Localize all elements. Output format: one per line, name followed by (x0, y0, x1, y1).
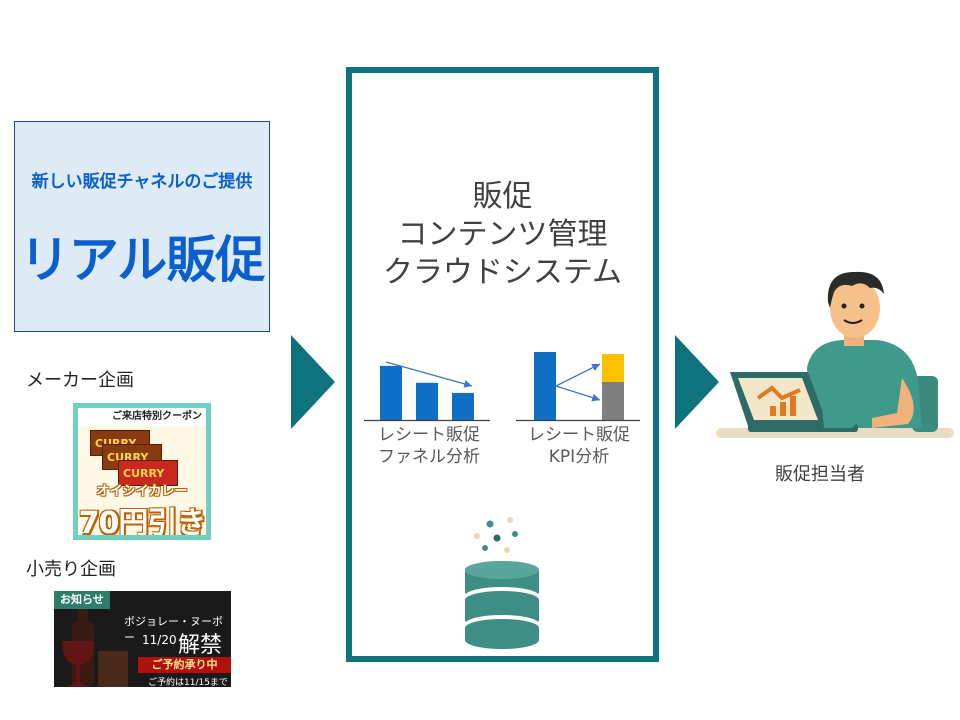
funnel-label-line: レシート販促 (378, 425, 480, 445)
funnel-label-line: ファネル分析 (378, 447, 480, 467)
kpi-chart (516, 352, 640, 422)
funnel-bar (452, 392, 474, 420)
kpi-arrow-up (555, 363, 601, 387)
coupon-product: オイシイカレー (96, 484, 188, 499)
notice-until: ご予約は11/15まで (148, 678, 228, 687)
system-frame (346, 67, 659, 662)
coupon-price: 70円引き (78, 506, 206, 535)
kpi-arrow-down (555, 385, 601, 402)
system-title-line: クラウドシステム (382, 255, 623, 290)
kpi-label-line: KPI分析 (548, 447, 610, 467)
curry-package: CURRY (118, 460, 178, 486)
promo-subtitle: 新しい販促チャネルのご提供 (31, 172, 253, 192)
funnel-chart (364, 361, 490, 422)
funnel-bar (416, 382, 438, 420)
person-at-laptop-icon (716, 271, 954, 438)
promo-title: リアル販促 (19, 231, 266, 289)
system-title-line: 販促 (472, 179, 533, 214)
flow-arrow-right (675, 335, 719, 429)
kpi-stacked-segment (602, 382, 624, 420)
notice-title: ボジョレー・ヌーボー (124, 615, 223, 644)
kpi-stacked-segment (602, 354, 624, 382)
notice-tag: お知らせ (54, 591, 110, 609)
coupon-header: ご来店特別クーポン (78, 408, 206, 426)
coupon-card: ご来店特別クーポン CURRY CURRY CURRY オイシイカレー 70円引… (78, 408, 206, 535)
system-title: 販促 コンテンツ管理 クラウドシステム (346, 178, 659, 292)
trend-arrow (385, 361, 473, 388)
kpi-bar (534, 352, 556, 420)
retail-label: 小売り企画 (26, 559, 116, 580)
coupon-image: ご来店特別クーポン CURRY CURRY CURRY オイシイカレー 70円引… (73, 403, 211, 540)
notice-lift: 解禁 (178, 633, 223, 658)
notice-reserve: ご予約承り中 (138, 657, 231, 673)
system-title-line: コンテンツ管理 (397, 217, 608, 252)
kpi-label-line: レシート販促 (528, 425, 630, 445)
flow-arrow-left (291, 335, 335, 429)
funnel-bar (380, 365, 402, 420)
wine-notice-image: お知らせ ボジョレー・ヌーボー 11/20 解禁 ご予約承り中 ご予約は11/1… (54, 591, 231, 687)
maker-label: メーカー企画 (26, 370, 134, 391)
funnel-chart-label: レシート販促 ファネル分析 (364, 424, 494, 468)
person-label: 販促担当者 (775, 464, 865, 485)
wine-bottle-icon (62, 605, 128, 687)
promo-box: 新しい販促チャネルのご提供 リアル販促 (14, 121, 270, 332)
database-icon (465, 517, 539, 649)
notice-date: 11/20 (142, 633, 177, 647)
kpi-chart-label: レシート販促 KPI分析 (514, 424, 644, 468)
